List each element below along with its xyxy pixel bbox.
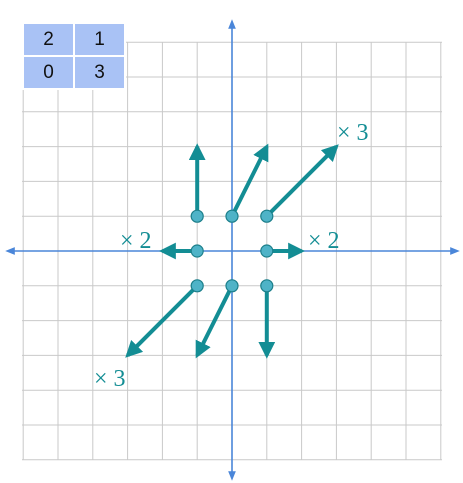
vec-down-right-origin-point — [260, 279, 274, 293]
matrix-cell-a12: 1 — [75, 24, 124, 55]
matrix-cell-a22: 3 — [75, 57, 124, 88]
vec-left-origin-point — [190, 244, 204, 258]
label-times-2-left: × 2 — [120, 228, 152, 254]
vec-down-center-origin-point — [225, 279, 239, 293]
matrix-row: 2 1 — [24, 24, 124, 55]
label-times-3-bottom-left: × 3 — [94, 366, 126, 392]
transformation-matrix: 2 1 0 3 — [22, 22, 126, 90]
axes — [5, 19, 460, 481]
vectors — [125, 143, 339, 359]
vec-up-center-origin-point — [225, 209, 239, 223]
vec-down-left-arrow — [125, 284, 199, 358]
matrix-cell-a21: 0 — [24, 57, 73, 88]
points — [190, 209, 274, 293]
vec-down-left-origin-point — [190, 279, 204, 293]
matrix-cell-a11: 2 — [24, 24, 73, 55]
vec-up-right-arrow — [265, 144, 339, 218]
vec-right-origin-point — [260, 244, 274, 258]
vec-down-center-arrow — [195, 284, 234, 359]
label-times-3-top-right: × 3 — [337, 120, 369, 146]
vec-up-left-origin-point — [190, 209, 204, 223]
vec-up-center-arrow — [230, 143, 269, 218]
vec-up-right-origin-point — [260, 209, 274, 223]
label-times-2-right: × 2 — [308, 228, 340, 254]
matrix-row: 0 3 — [24, 57, 124, 88]
